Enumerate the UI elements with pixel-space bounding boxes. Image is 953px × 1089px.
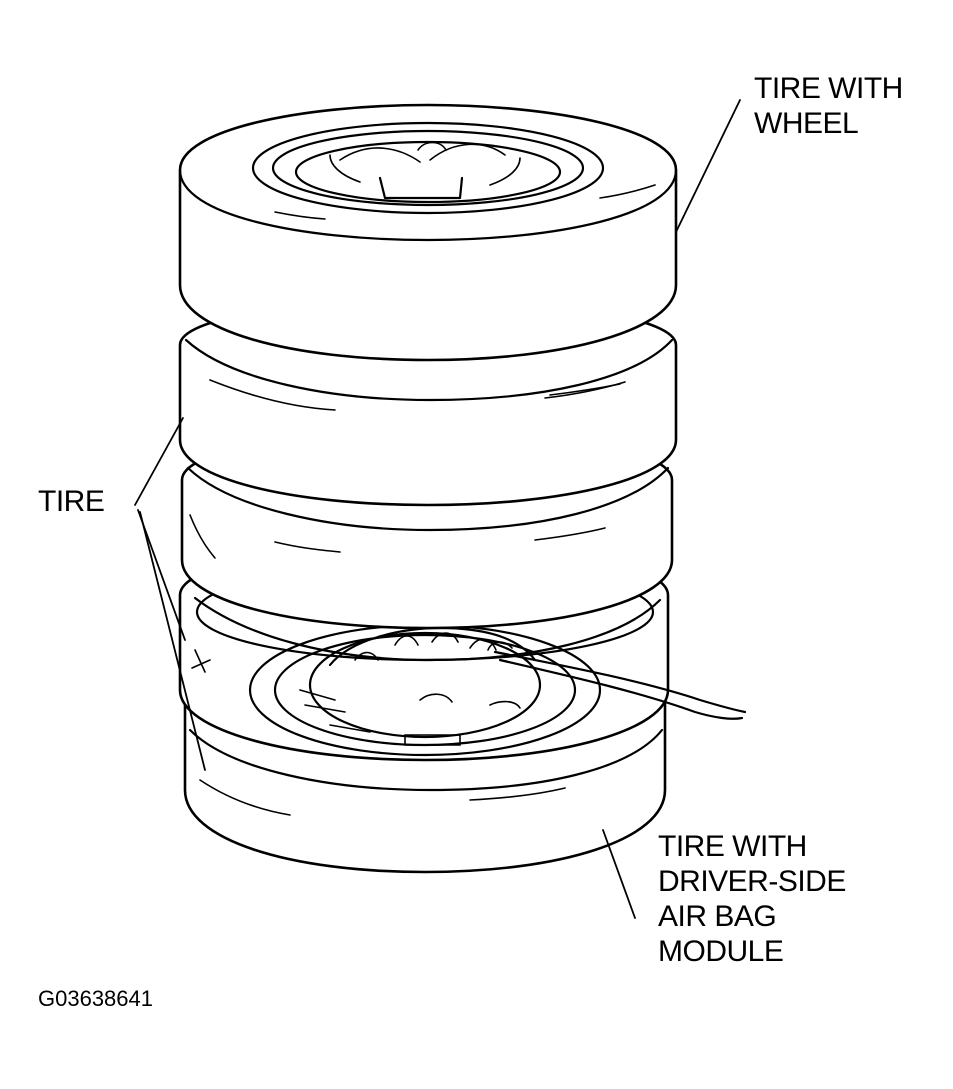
- leader-lines: [134, 99, 741, 919]
- air-bag-module: [299, 626, 542, 746]
- label-tire-with-wheel: TIRE WITH WHEEL: [754, 72, 903, 140]
- wheel: [251, 121, 605, 215]
- label-tire: TIRE: [38, 485, 105, 518]
- leader-top: [675, 99, 741, 233]
- top-tire-with-wheel: [178, 103, 678, 362]
- label-tire-with-air-bag-module: TIRE WITH DRIVER-SIDE AIR BAG MODULE: [658, 830, 846, 968]
- leader-tire-3: [139, 511, 206, 771]
- leader-tire-1: [134, 417, 184, 506]
- figure-id: G03638641: [38, 986, 153, 1011]
- air-bag-wire: [487, 641, 747, 720]
- leader-bottom: [602, 829, 636, 919]
